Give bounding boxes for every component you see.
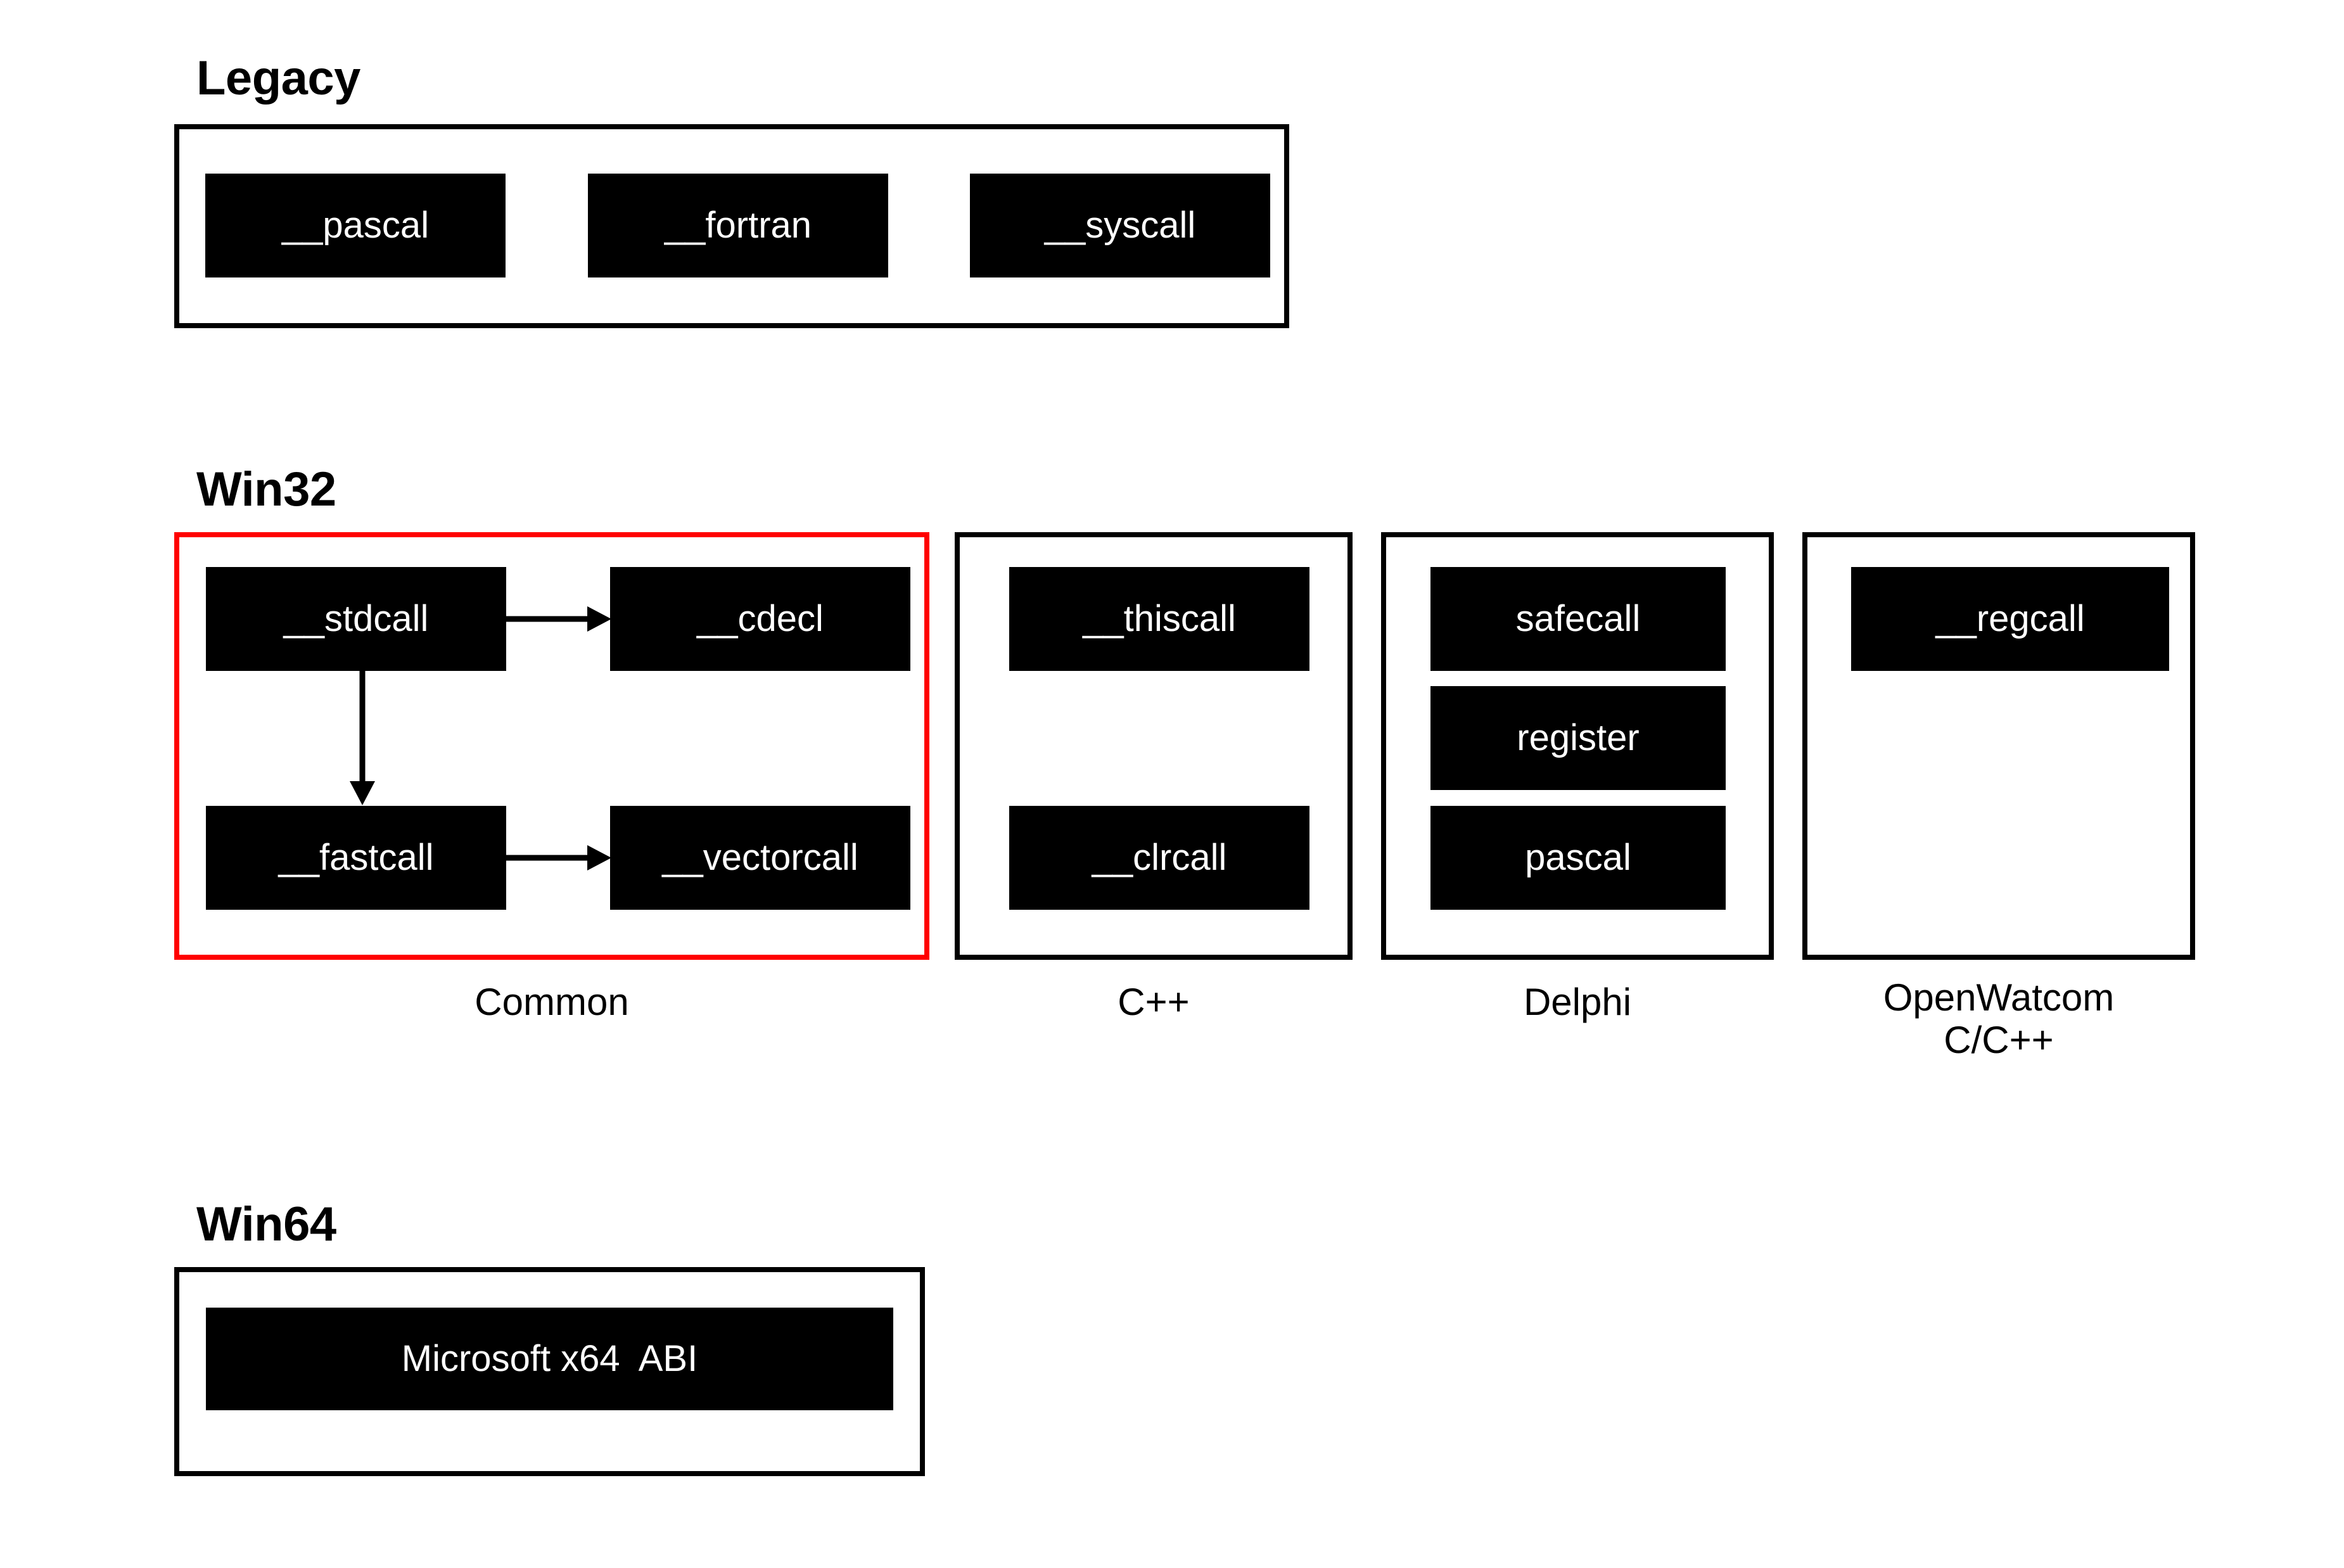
node-pascal[interactable]: __pascal xyxy=(205,174,506,277)
node-syscall[interactable]: __syscall xyxy=(970,174,1270,277)
arrow-fastcall-to-vectorcall xyxy=(506,845,611,870)
win32-group-caption-cpp: C++ xyxy=(1118,981,1190,1023)
node-clrcall[interactable]: __clrcall xyxy=(1009,806,1309,910)
node-thiscall[interactable]: __thiscall xyxy=(1009,567,1309,671)
node-vectorcall[interactable]: __vectorcall xyxy=(610,806,910,910)
legacy-section-heading: Legacy xyxy=(196,51,360,105)
node-register[interactable]: register xyxy=(1430,686,1726,790)
arrow-stdcall-to-fastcall xyxy=(350,671,375,805)
win32-group-caption-openwatcom: OpenWatcom C/C++ xyxy=(1883,976,2115,1062)
win32-group-caption-delphi: Delphi xyxy=(1523,981,1632,1023)
node-cdecl[interactable]: __cdecl xyxy=(610,567,910,671)
win32-section-heading: Win32 xyxy=(196,462,336,516)
win32-group-caption-common: Common xyxy=(475,981,629,1023)
node-microsoft-x64-abi[interactable]: Microsoft x64 ABI xyxy=(206,1308,893,1410)
node-regcall[interactable]: __regcall xyxy=(1851,567,2169,671)
node-fortran[interactable]: __fortran xyxy=(588,174,888,277)
node-stdcall[interactable]: __stdcall xyxy=(206,567,506,671)
node-pascal-delphi[interactable]: pascal xyxy=(1430,806,1726,910)
node-fastcall[interactable]: __fastcall xyxy=(206,806,506,910)
node-safecall[interactable]: safecall xyxy=(1430,567,1726,671)
arrow-stdcall-to-cdecl xyxy=(506,606,611,632)
win64-section-heading: Win64 xyxy=(196,1197,336,1251)
